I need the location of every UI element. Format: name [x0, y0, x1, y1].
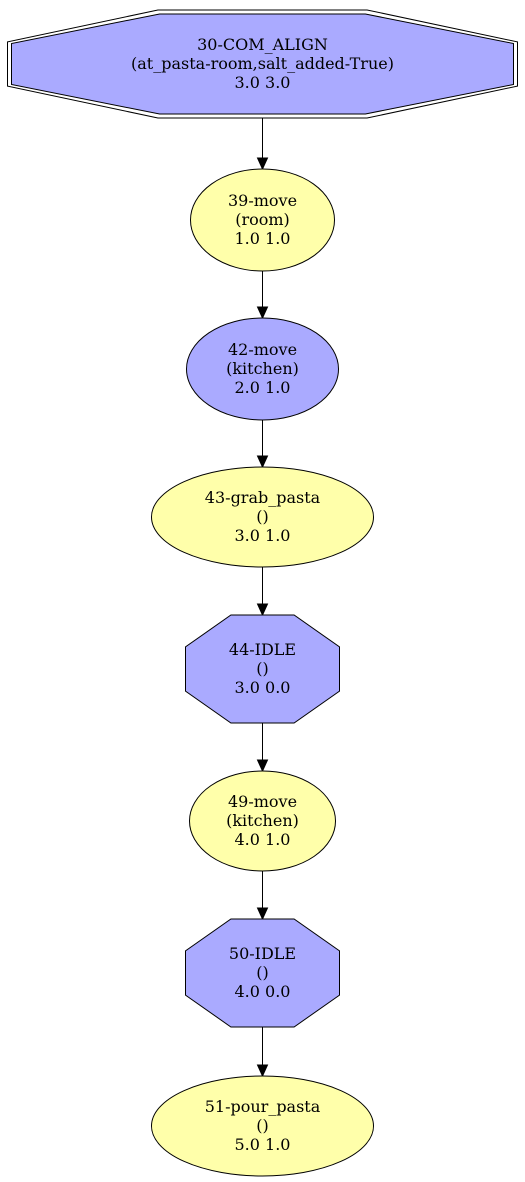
node-label-line: ()	[256, 507, 268, 526]
node-label-line: 3.0 1.0	[235, 526, 291, 545]
arrowhead	[256, 455, 269, 469]
edge-n44-n49	[256, 723, 269, 773]
node-label-line: 3.0 0.0	[235, 678, 291, 697]
node-label-line: 43-grab_pasta	[205, 488, 321, 507]
edge-n43-n44	[256, 567, 269, 617]
node-label-line: (kitchen)	[226, 359, 299, 378]
node-n51: 51-pour_pasta()5.0 1.0	[151, 1075, 374, 1177]
node-octagon-outer	[7, 9, 518, 119]
node-label-line: 44-IDLE	[229, 640, 296, 659]
arrowhead	[256, 1064, 269, 1078]
node-n39: 39-move(room)1.0 1.0	[190, 168, 335, 272]
node-label-line: 5.0 1.0	[235, 1135, 291, 1154]
node-label-line: 49-move	[228, 792, 297, 811]
edge-n50-n51	[256, 1027, 269, 1078]
edge-n49-n50	[256, 871, 269, 921]
node-ellipse	[189, 770, 336, 872]
node-label-line: 4.0 0.0	[235, 982, 291, 1001]
node-label-line: ()	[256, 963, 268, 982]
arrowhead	[256, 157, 269, 171]
node-label-line: 30-COM_ALIGN	[197, 35, 328, 54]
node-ellipse	[151, 466, 374, 568]
node-label-line: (at_pasta-room,salt_added-True)	[131, 54, 394, 73]
nodes-layer: 30-COM_ALIGN(at_pasta-room,salt_added-Tr…	[7, 9, 518, 1177]
edges-layer	[256, 118, 269, 1078]
node-n49: 49-move(kitchen)4.0 1.0	[189, 770, 336, 872]
node-label-line: (room)	[235, 210, 290, 229]
node-label-line: 1.0 1.0	[235, 229, 291, 248]
node-label-line: 42-move	[228, 340, 297, 359]
node-octagon	[185, 614, 340, 724]
arrowhead	[256, 759, 269, 773]
node-label-line: ()	[256, 1116, 268, 1135]
node-octagon	[185, 918, 340, 1028]
arrowhead	[256, 907, 269, 921]
node-label-line: 39-move	[228, 191, 297, 210]
node-ellipse	[151, 1075, 374, 1177]
node-ellipse	[190, 168, 335, 272]
arrowhead	[256, 603, 269, 617]
node-n42: 42-move(kitchen)2.0 1.0	[186, 317, 339, 421]
node-label-line: 50-IDLE	[229, 944, 296, 963]
node-label-line: ()	[256, 659, 268, 678]
node-label-line: 2.0 1.0	[235, 378, 291, 397]
edge-n30-n39	[256, 118, 269, 171]
node-n50: 50-IDLE()4.0 0.0	[185, 918, 340, 1028]
node-octagon-inner	[11, 13, 514, 115]
node-label-line: 51-pour_pasta	[205, 1097, 321, 1116]
node-n44: 44-IDLE()3.0 0.0	[185, 614, 340, 724]
node-ellipse	[186, 317, 339, 421]
node-n30: 30-COM_ALIGN(at_pasta-room,salt_added-Tr…	[7, 9, 518, 119]
node-label-line: 3.0 3.0	[235, 73, 291, 92]
edge-n42-n43	[256, 420, 269, 469]
arrowhead	[256, 306, 269, 320]
edge-n39-n42	[256, 271, 269, 320]
node-label-line: 4.0 1.0	[235, 830, 291, 849]
node-label-line: (kitchen)	[226, 811, 299, 830]
node-n43: 43-grab_pasta()3.0 1.0	[151, 466, 374, 568]
